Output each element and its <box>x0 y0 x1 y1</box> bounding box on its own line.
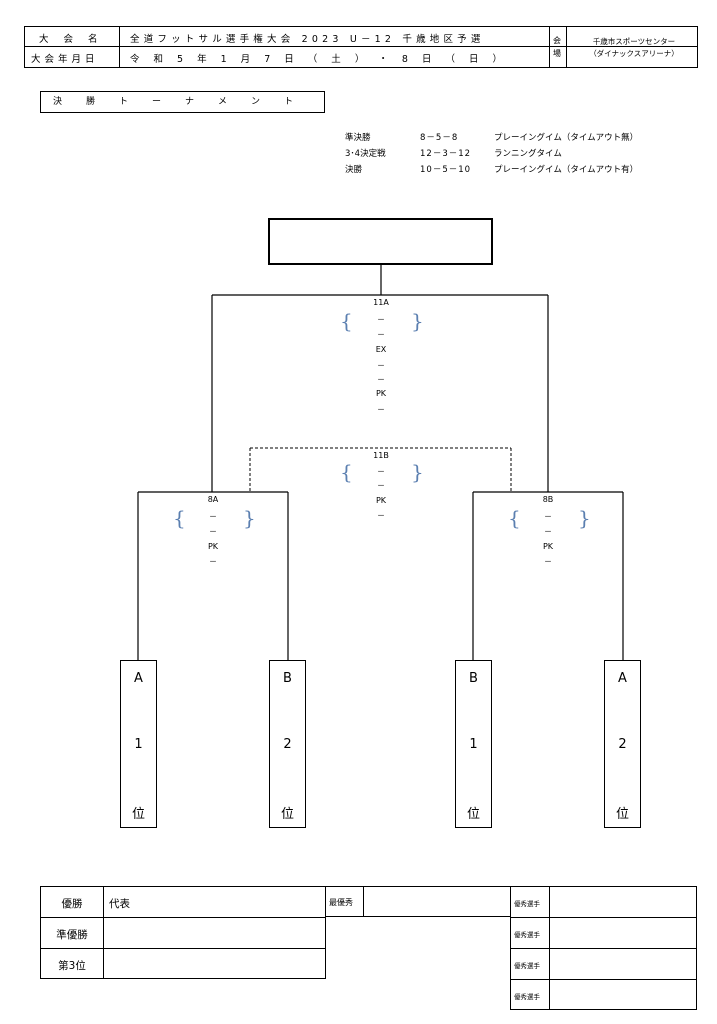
ex-label: EX <box>375 345 387 354</box>
pk-label: PK <box>375 389 387 398</box>
name-label: 大 会 名 <box>39 34 104 45</box>
score-dash: － <box>544 512 552 521</box>
match-third-id: 11B <box>373 451 389 460</box>
score-dash: － <box>544 557 552 566</box>
team-suffix: 位 <box>615 807 629 822</box>
rule-text: プレーイングイム（タイムアウト無） <box>494 133 639 143</box>
score-dash: － <box>377 361 385 370</box>
team-suffix: 位 <box>466 807 480 822</box>
header-col-divider <box>119 27 120 67</box>
team-slot-b2: B 2 位 <box>269 660 306 828</box>
rule-round: 準決勝 <box>345 133 371 143</box>
team-group: A <box>618 671 627 686</box>
score-dash: － <box>544 527 552 536</box>
score-dash: － <box>377 467 385 476</box>
venue-line2: （ダイナックスアリーナ） <box>589 49 679 58</box>
rule-time: 12－3－12 <box>420 149 472 159</box>
match-final-id: 11A <box>373 298 389 307</box>
score-dash: － <box>209 527 217 536</box>
team-group: B <box>283 671 292 686</box>
champion-box <box>268 218 493 265</box>
rule-text: プレーイングイム（タイムアウト有） <box>494 165 639 175</box>
match-semi-b-id: 8B <box>542 495 554 504</box>
team-rank: 1 <box>469 737 478 752</box>
venue-line1: 千歳市スポーツセンター <box>592 37 676 46</box>
row-divider <box>41 948 325 949</box>
third-place-label: 第3位 <box>58 960 86 972</box>
excellent-players-table: 優秀選手 優秀選手 優秀選手 優秀選手 <box>510 886 697 1010</box>
team-group: B <box>469 671 478 686</box>
section-title: 決勝トーナメント <box>40 91 325 113</box>
venue-label-1: 会 <box>553 36 561 45</box>
score-dash: － <box>209 512 217 521</box>
excellent-label: 優秀選手 <box>514 900 540 908</box>
team-rank: 2 <box>283 737 292 752</box>
pk-label: PK <box>207 542 219 551</box>
name-value: 全道フットサル選手権大会 2023 U－12 千歳地区予選 <box>130 34 485 45</box>
brace-left: { <box>340 460 353 484</box>
team-slot-a2: A 2 位 <box>604 660 641 828</box>
score-dash: － <box>377 405 385 414</box>
brace-left: { <box>508 506 521 530</box>
score-dash: － <box>377 511 385 520</box>
representative-label: 代表 <box>109 898 130 910</box>
team-slot-a1: A 1 位 <box>120 660 157 828</box>
header-col-divider <box>549 27 550 67</box>
score-dash: － <box>377 481 385 490</box>
brace-right: } <box>578 506 591 530</box>
team-suffix: 位 <box>280 807 294 822</box>
team-rank: 1 <box>134 737 143 752</box>
header-table: 大 会 名 全道フットサル選手権大会 2023 U－12 千歳地区予選 大会年月… <box>24 26 698 68</box>
excellent-label: 優秀選手 <box>514 993 540 1001</box>
row-divider <box>511 917 696 918</box>
team-rank: 2 <box>618 737 627 752</box>
team-slot-b1: B 1 位 <box>455 660 492 828</box>
brace-right: } <box>243 506 256 530</box>
header-col-divider <box>566 27 567 67</box>
score-dash: － <box>377 375 385 384</box>
row-divider <box>41 917 325 918</box>
header-row-divider <box>25 46 697 47</box>
score-dash: － <box>377 330 385 339</box>
row-divider <box>511 948 696 949</box>
brace-right: } <box>411 460 424 484</box>
date-value: 令 和 5 年 1 月 7 日 （ 土 ） ・ 8 日 （ 日 ） <box>130 54 508 65</box>
brace-right: } <box>411 309 424 333</box>
row-divider <box>511 979 696 980</box>
col-divider <box>103 887 104 978</box>
pk-label: PK <box>542 542 554 551</box>
col-divider <box>549 887 550 1009</box>
rule-text: ランニングタイム <box>494 149 562 159</box>
date-label: 大会年月日 <box>31 54 99 65</box>
results-table: 優勝 代表 準優勝 第3位 <box>40 886 326 979</box>
team-suffix: 位 <box>131 807 145 822</box>
col-divider <box>363 887 364 916</box>
mvp-table: 最優秀 <box>325 886 511 917</box>
brace-left: { <box>173 506 186 530</box>
pk-label: PK <box>375 496 387 505</box>
rule-round: 3･4決定戦 <box>345 149 386 159</box>
brace-left: { <box>340 309 353 333</box>
mvp-label: 最優秀 <box>329 898 353 907</box>
venue-label-2: 場 <box>553 49 561 58</box>
runner-up-label: 準優勝 <box>56 929 88 941</box>
rule-round: 決勝 <box>345 165 363 175</box>
rule-time: 8－5－8 <box>420 133 459 143</box>
excellent-label: 優秀選手 <box>514 931 540 939</box>
winner-label: 優勝 <box>61 898 83 910</box>
team-group: A <box>134 671 143 686</box>
score-dash: － <box>209 557 217 566</box>
match-semi-a-id: 8A <box>207 495 219 504</box>
rule-time: 10－5－10 <box>420 165 472 175</box>
excellent-label: 優秀選手 <box>514 962 540 970</box>
score-dash: － <box>377 315 385 324</box>
